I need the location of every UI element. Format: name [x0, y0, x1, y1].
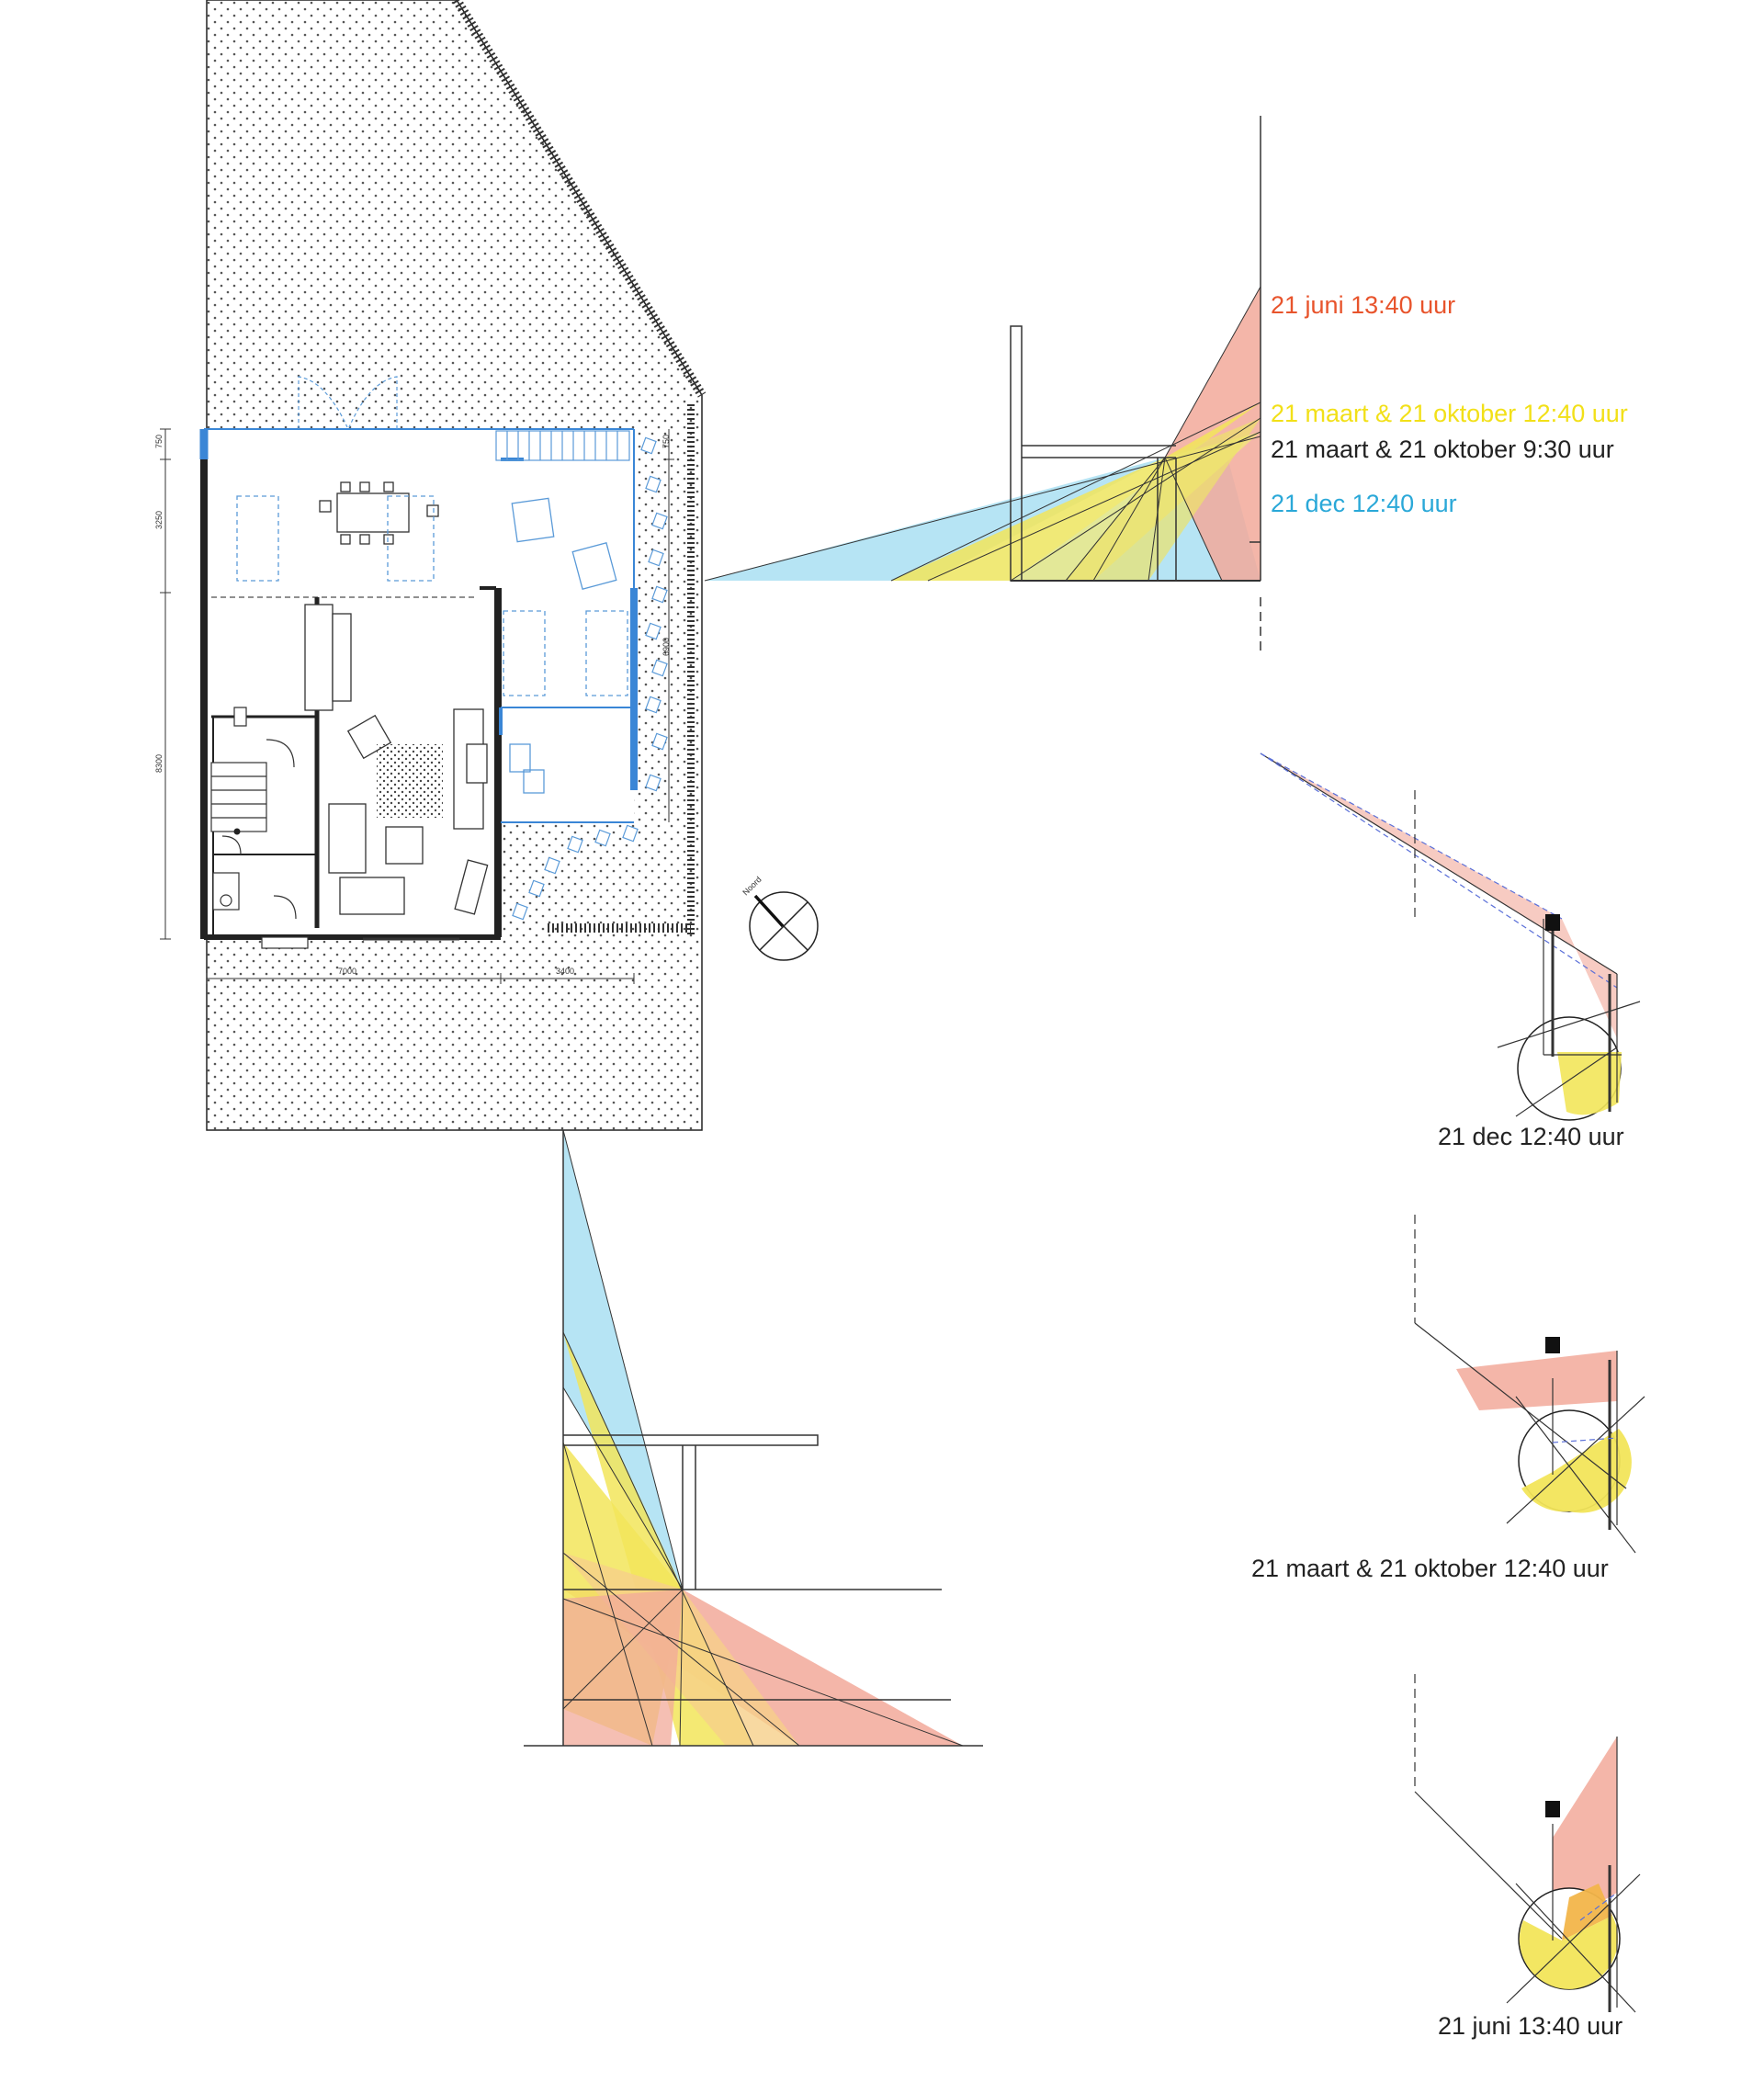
hedge-diagonal	[452, 0, 707, 398]
dim-6900: 6900	[662, 638, 671, 656]
dimension-lines	[160, 428, 674, 984]
sun-diagram-juni: 21 juni 13:40 uur	[1414, 1674, 1641, 2040]
site-plan: 750 3250 8300 750 6900 7000 3400 Noord	[154, 0, 819, 1131]
caption-juni: 21 juni 13:40 uur	[1438, 2012, 1623, 2040]
legend-june: 21 juni 13:40 uur	[1271, 291, 1455, 319]
stepping-stones	[512, 436, 668, 921]
caption-dec: 21 dec 12:40 uur	[1438, 1123, 1624, 1150]
conservatory-footprint	[498, 429, 634, 824]
sun-diagram-maart: 21 maart & 21 oktober 12:40 uur	[1251, 1215, 1645, 1582]
garden-gate	[298, 376, 398, 429]
window-walls	[199, 428, 638, 823]
dim-8300: 8300	[154, 754, 164, 773]
compass-north-label: Noord	[741, 875, 763, 897]
stair-top	[495, 430, 630, 461]
legend-march-930: 21 maart & 21 oktober 9:30 uur	[1271, 436, 1614, 463]
dim-7000: 7000	[338, 967, 356, 976]
blue-furniture	[236, 495, 628, 794]
section-south	[524, 1129, 983, 1747]
section-south-frame	[524, 1130, 983, 1747]
dim-3250: 3250	[154, 511, 164, 529]
front-door	[261, 936, 459, 949]
caption-maart: 21 maart & 21 oktober 12:40 uur	[1251, 1555, 1609, 1582]
rug	[377, 744, 443, 818]
dim-3400: 3400	[556, 967, 574, 976]
dining-table	[319, 481, 439, 545]
legend: 21 juni 13:40 uur 21 maart & 21 oktober …	[1271, 291, 1628, 517]
beam-march-3	[1066, 418, 1261, 581]
living-room-furniture	[304, 604, 489, 915]
sun-diagram-dec: 21 dec 12:40 uur	[1260, 752, 1641, 1150]
legend-march-1240: 21 maart & 21 oktober 12:40 uur	[1271, 400, 1628, 427]
legend-dec: 21 dec 12:40 uur	[1271, 490, 1457, 517]
section-east	[704, 116, 1261, 652]
dim-750-left: 750	[154, 435, 164, 448]
section-east-frame	[1010, 116, 1261, 652]
entry-stair	[210, 707, 297, 920]
north-compass: Noord	[741, 875, 819, 961]
beam-june-s2	[563, 1590, 683, 1746]
dim-750-right: 750	[662, 435, 671, 448]
